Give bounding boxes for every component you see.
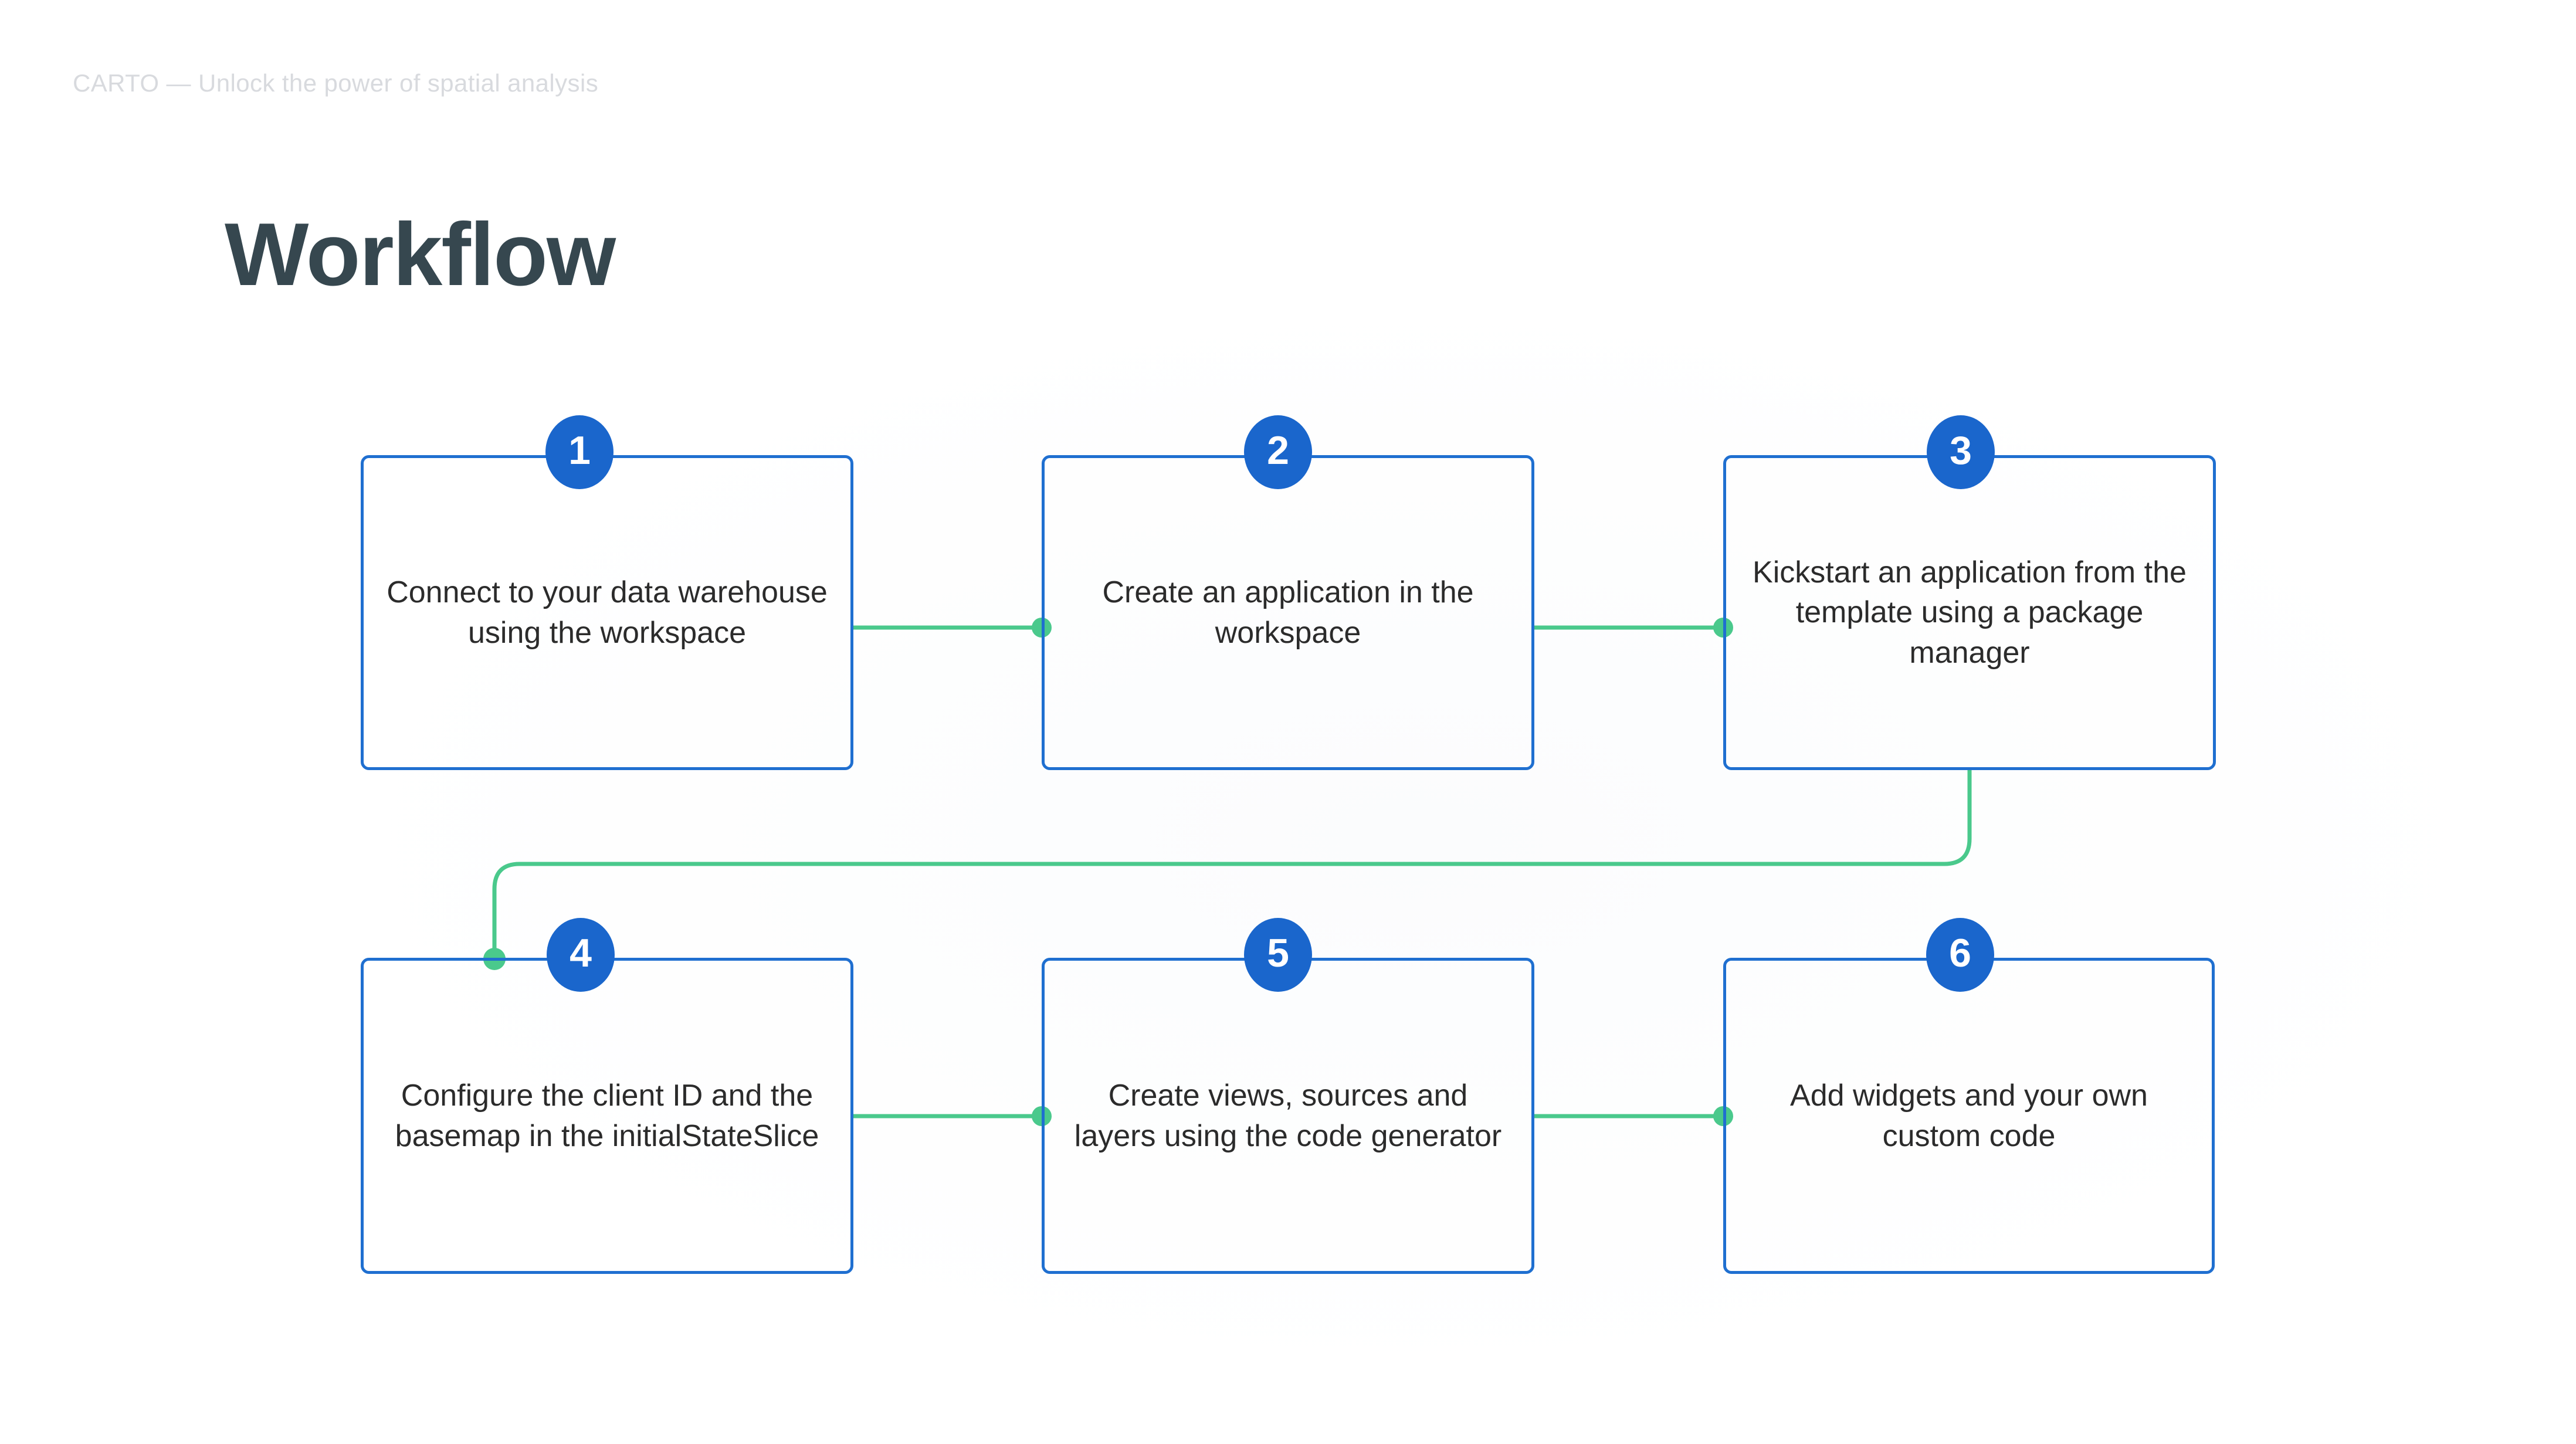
step-badge-5-number: 5 [1267,931,1289,975]
step-card-6-text: Add widgets and your own custom code [1790,1078,2148,1153]
brand-eyebrow: CARTO — Unlock the power of spatial anal… [73,69,599,97]
step-badge-2: 2 [1244,415,1312,489]
step-card-1[interactable]: Connect to your data warehouse using the… [361,455,853,770]
step-badge-2-number: 2 [1267,428,1289,473]
step-card-2-text: Create an application in the workspace [1102,575,1474,650]
step-badge-5: 5 [1244,918,1312,992]
step-card-4-text: Configure the client ID and the basemap … [395,1078,819,1153]
step-card-4[interactable]: Configure the client ID and the basemap … [361,958,853,1274]
step-badge-4-number: 4 [570,931,592,975]
step-badge-4: 4 [547,918,615,992]
step-card-5[interactable]: Create views, sources and layers using t… [1042,958,1534,1274]
step-card-3-text: Kickstart an application from the templa… [1753,555,2187,670]
step-badge-6-number: 6 [1949,931,1971,975]
connector-3-4 [492,768,1972,961]
step-badge-3-number: 3 [1950,428,1972,473]
page-title: Workflow [225,205,616,304]
step-badge-1: 1 [545,415,614,489]
step-card-2[interactable]: Create an application in the workspace [1042,455,1534,770]
step-badge-1-number: 1 [568,428,591,473]
step-card-5-text: Create views, sources and layers using t… [1074,1078,1502,1153]
step-card-6[interactable]: Add widgets and your own custom code [1723,958,2215,1274]
step-card-1-text: Connect to your data warehouse using the… [387,575,828,650]
step-badge-6: 6 [1926,918,1994,992]
step-badge-3: 3 [1927,415,1995,489]
step-card-3[interactable]: Kickstart an application from the templa… [1723,455,2216,770]
